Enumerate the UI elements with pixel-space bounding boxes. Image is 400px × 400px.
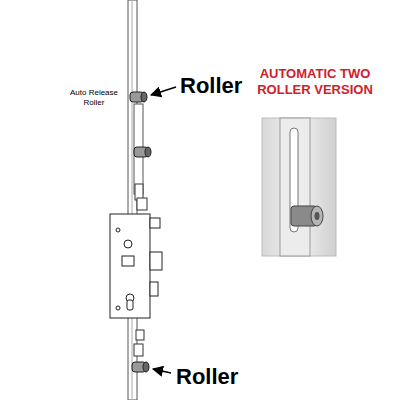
part-label: Roller	[180, 73, 270, 98]
gearbox-case	[110, 214, 162, 318]
part-label: Roller	[176, 364, 266, 389]
roller-inset	[262, 118, 336, 256]
leader-arrow	[151, 87, 176, 373]
version-note: AUTOMATIC TWO ROLLER VERSION	[240, 66, 390, 97]
part-label: Auto Release Roller	[62, 88, 126, 107]
